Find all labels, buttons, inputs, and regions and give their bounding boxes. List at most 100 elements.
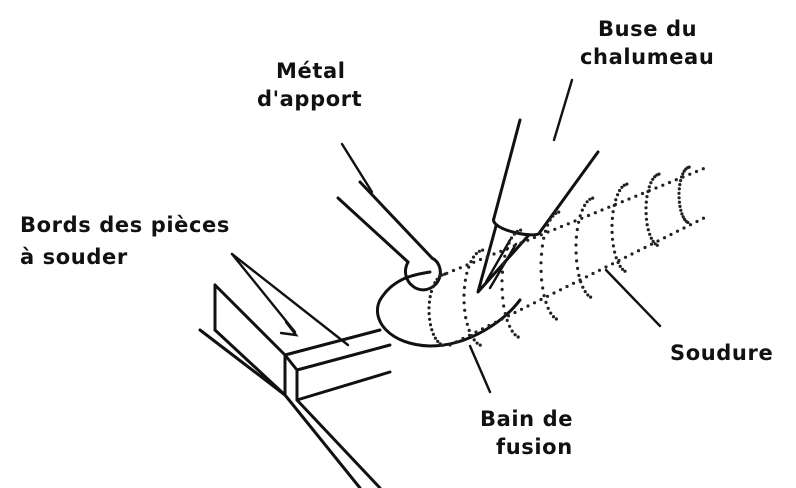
weld-bead-edge-dot: [695, 170, 698, 173]
weld-bead-dot: [651, 178, 654, 181]
weld-bead-dot: [428, 318, 431, 321]
weld-bead-dot: [620, 186, 623, 189]
weld-bead-edge-dot: [591, 272, 594, 275]
weld-bead-edge-dot: [661, 184, 664, 187]
weld-bead-dot: [519, 229, 522, 232]
weld-bead-dot: [588, 198, 591, 201]
weld-bead-dot: [428, 312, 431, 315]
weld-bead-edge-dot: [520, 308, 523, 311]
weld-bead-dot: [677, 192, 680, 195]
weld-bead-dot: [540, 278, 543, 281]
weld-bead-dot: [465, 272, 468, 275]
weld-bead-edge-dot: [614, 203, 617, 206]
weld-bead-dot: [503, 255, 506, 258]
weld-bead-dot: [464, 279, 467, 282]
filler-metal-rod: [338, 144, 440, 290]
weld-bead-dot: [557, 211, 560, 214]
weld-bead-dot: [507, 242, 510, 245]
weld-bead-dot: [508, 325, 511, 328]
weld-bead-edge-dot: [533, 236, 536, 239]
weld-bead-edge-dot: [539, 298, 542, 301]
weld-bead-edge-dot: [689, 223, 692, 226]
label-edges-line2: à souder: [20, 245, 128, 269]
weld-bead-dot: [504, 312, 507, 315]
label-edges-line1: Bords des pièces: [20, 213, 230, 237]
weld-bead-dot: [549, 218, 552, 221]
weld-bead-dot: [612, 210, 615, 213]
weld-bead-dot: [428, 301, 431, 304]
weld-bead-edge-dot: [630, 252, 633, 255]
weld-bead-dot: [436, 340, 439, 343]
weld-bead-dot: [516, 230, 519, 233]
weld-bead-dot: [546, 224, 549, 227]
torch-nozzle: [478, 80, 598, 292]
weld-bead-dot: [481, 249, 484, 252]
weld-bead-dot: [430, 290, 433, 293]
weld-bead-edge-dot: [513, 244, 516, 247]
weld-bead-dot: [575, 259, 578, 262]
weld-bead-edge-dot: [474, 330, 477, 333]
weld-bead-dot: [542, 237, 545, 240]
weld-bead-dot: [647, 228, 650, 231]
weld-bead-edge-dot: [445, 272, 448, 275]
weld-bead-edge-dot: [526, 239, 529, 242]
weld-bead-dot: [618, 189, 621, 192]
weld-bead-dot: [541, 286, 544, 289]
weld-bead-dot: [476, 342, 479, 345]
weld-bead-dot: [649, 181, 652, 184]
weld-bead-dot: [610, 224, 613, 227]
weld-bead-edge-dot: [459, 266, 462, 269]
label-filler-metal-line1: Métal: [276, 59, 346, 83]
weld-bead: [427, 166, 705, 347]
weld-bead-dot: [614, 198, 617, 201]
weld-bead-edge-dot: [481, 327, 484, 330]
edges-pointer-lines: [232, 254, 348, 345]
weld-bead-dot: [472, 256, 475, 259]
weld-bead-edge-dot: [465, 263, 468, 266]
weld-bead-dot: [581, 209, 584, 212]
weld-bead-dot: [473, 338, 476, 341]
weld-bead-dot: [611, 217, 614, 220]
weld-bead-edge-dot: [560, 225, 563, 228]
weld-bead-dot: [475, 252, 478, 255]
weld-bead-edge-dot: [553, 228, 556, 231]
weld-bead-dot: [468, 329, 471, 332]
label-torch-nozzle-line2: chalumeau: [580, 45, 714, 69]
weld-bead-edge-dot: [611, 262, 614, 265]
weld-bead-dot: [501, 296, 504, 299]
weld-bead-edge-dot: [688, 173, 691, 176]
weld-bead-edge-dot: [494, 321, 497, 324]
weld-bead-edge-dot: [519, 241, 522, 244]
weld-bead-dot: [645, 218, 648, 221]
weld-bead-edge-dot: [546, 230, 549, 233]
weld-bead-dot: [678, 183, 681, 186]
weld-bead-dot: [619, 265, 622, 268]
weld-bead-dot: [576, 267, 579, 270]
weld-bead-dot: [510, 236, 513, 239]
weld-bead-edge-dot: [461, 337, 464, 340]
weld-bead-dot: [501, 271, 504, 274]
weld-bead-edge-dot: [565, 285, 568, 288]
weld-bead-dot: [555, 317, 558, 320]
weld-bead-edge-dot: [702, 167, 705, 170]
weld-bead-edge-dot: [624, 256, 627, 259]
weld-bead-edge-dot: [455, 340, 458, 343]
weld-bead-dot: [581, 286, 584, 289]
weld-bead-dot: [434, 337, 437, 340]
weld-bead-dot: [441, 344, 444, 347]
weld-bead-dot: [547, 307, 550, 310]
weld-bead-edge-dot: [695, 220, 698, 223]
weld-bead-edge-dot: [600, 208, 603, 211]
weld-bead-dot: [575, 251, 578, 254]
weld-bead-dot: [431, 285, 434, 288]
weld-bead-dot: [433, 281, 436, 284]
weld-bead-dot: [478, 250, 481, 253]
weld-bead-edge-dot: [578, 278, 581, 281]
weld-bead-dot: [574, 243, 577, 246]
weld-bead-dot: [544, 301, 547, 304]
weld-bead-dot: [686, 221, 689, 224]
weld-bead-dot: [679, 179, 682, 182]
weld-bead-edge-dot: [540, 233, 543, 236]
weld-bead-edge-dot: [572, 282, 575, 285]
